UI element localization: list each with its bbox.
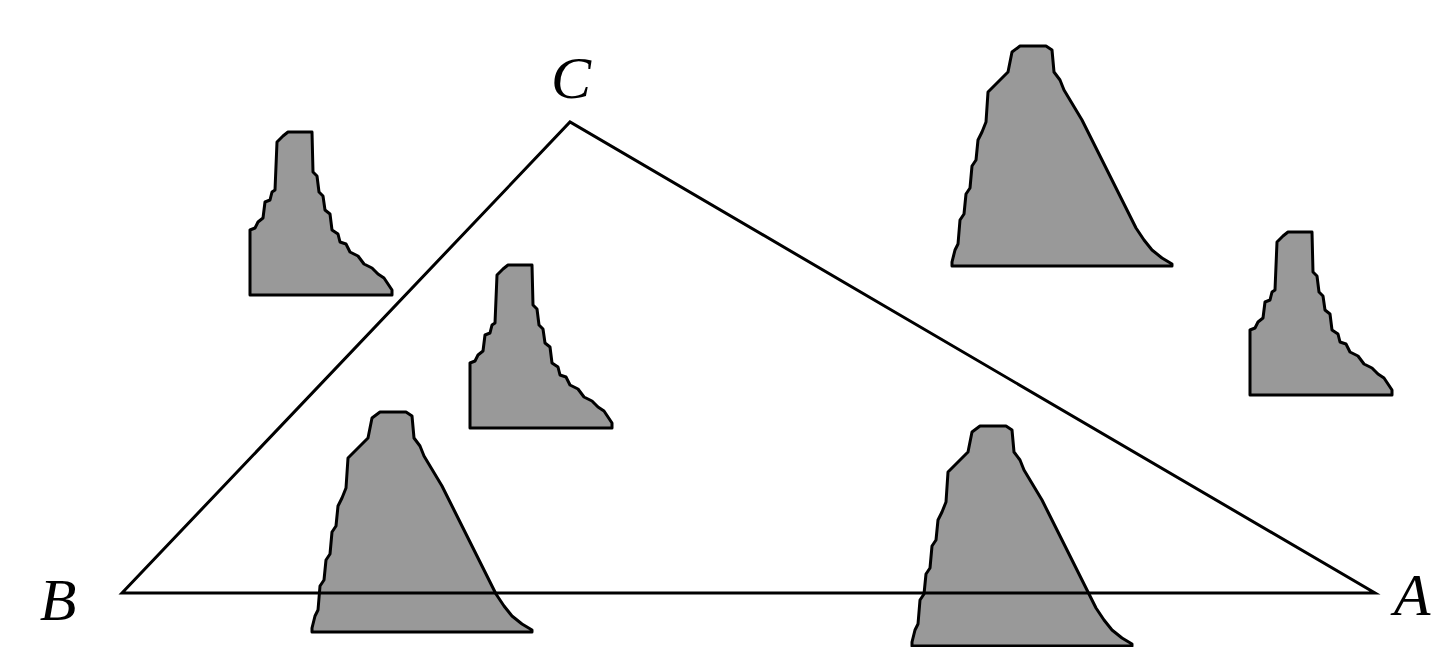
vertex-label: A [1394, 565, 1431, 625]
vertex-label: B [40, 570, 77, 630]
tree-shape [250, 132, 392, 295]
hill-shape [952, 46, 1172, 266]
triangle [122, 122, 1375, 593]
hill-shape [312, 412, 532, 632]
tree-shape [1250, 232, 1392, 395]
hill-shape [912, 426, 1132, 646]
tree-shape [470, 265, 612, 428]
vertex-label: C [551, 48, 591, 108]
